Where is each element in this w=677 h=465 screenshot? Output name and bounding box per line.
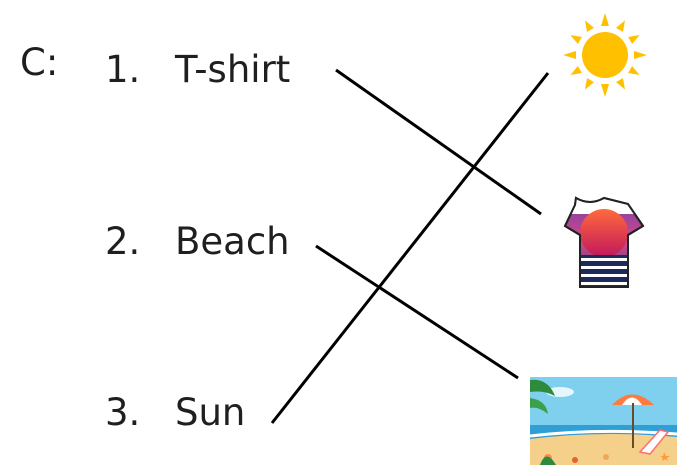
word-number-2: 2. [105,220,141,263]
match-line-sun [270,72,550,424]
word-beach: Beach [175,220,290,263]
word-number-3: 3. [105,391,141,434]
word-number-1: 1. [105,48,141,91]
sun-icon [563,13,647,97]
word-tshirt: T-shirt [175,48,291,91]
match-line-beach [315,244,519,380]
word-sun: Sun [175,391,246,434]
match-line-tshirt [335,68,542,216]
beach-scene-icon [529,377,677,465]
tshirt-icon [563,196,645,288]
exercise-label: C: [20,41,59,84]
